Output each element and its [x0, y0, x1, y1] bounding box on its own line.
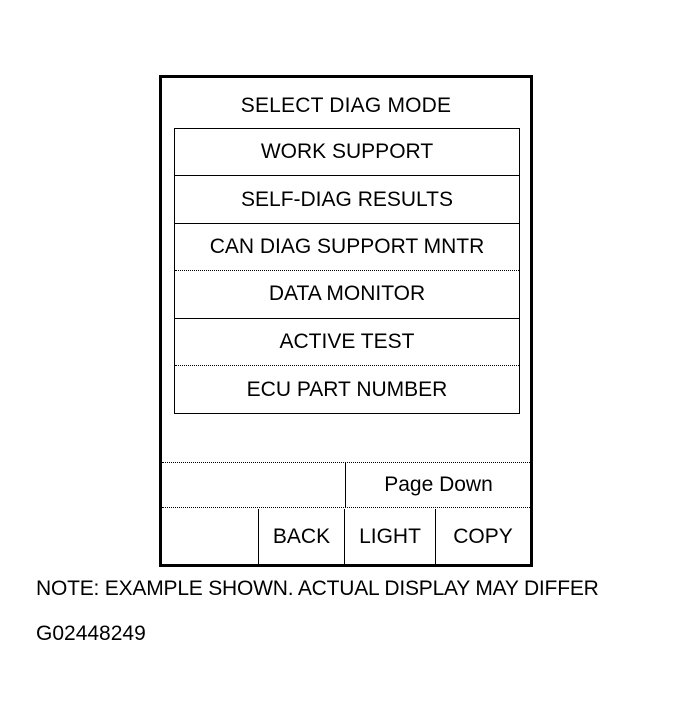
screen-title: SELECT DIAG MODE — [240, 94, 452, 117]
diag-screen-frame: SELECT DIAG MODE WORK SUPPORT SELF-DIAG … — [159, 75, 533, 567]
menu-item-active-test[interactable]: ACTIVE TEST — [175, 319, 519, 366]
menu-item-data-monitor[interactable]: DATA MONITOR — [175, 271, 519, 319]
copy-button[interactable]: COPY — [453, 524, 513, 548]
page-row: Page Down — [162, 463, 530, 508]
function-row: BACK LIGHT COPY — [162, 509, 530, 564]
page-down-button[interactable]: Page Down — [384, 473, 493, 496]
menu-item-can-diag-support-mntr[interactable]: CAN DIAG SUPPORT MNTR — [175, 224, 519, 272]
diag-mode-menu: WORK SUPPORT SELF-DIAG RESULTS CAN DIAG … — [174, 128, 520, 414]
figure-code: G02448249 — [36, 622, 146, 645]
light-button[interactable]: LIGHT — [345, 509, 436, 564]
menu-item-work-support[interactable]: WORK SUPPORT — [175, 129, 519, 177]
menu-item-self-diag-results[interactable]: SELF-DIAG RESULTS — [175, 176, 519, 224]
bottom-button-bar: Page Down BACK LIGHT COPY — [162, 462, 530, 564]
back-button[interactable]: BACK — [259, 509, 345, 564]
menu-item-ecu-part-number[interactable]: ECU PART NUMBER — [246, 377, 448, 401]
note-caption: NOTE: EXAMPLE SHOWN. ACTUAL DISPLAY MAY … — [36, 577, 599, 600]
empty-cell — [162, 463, 346, 507]
blank-button[interactable] — [162, 509, 259, 564]
